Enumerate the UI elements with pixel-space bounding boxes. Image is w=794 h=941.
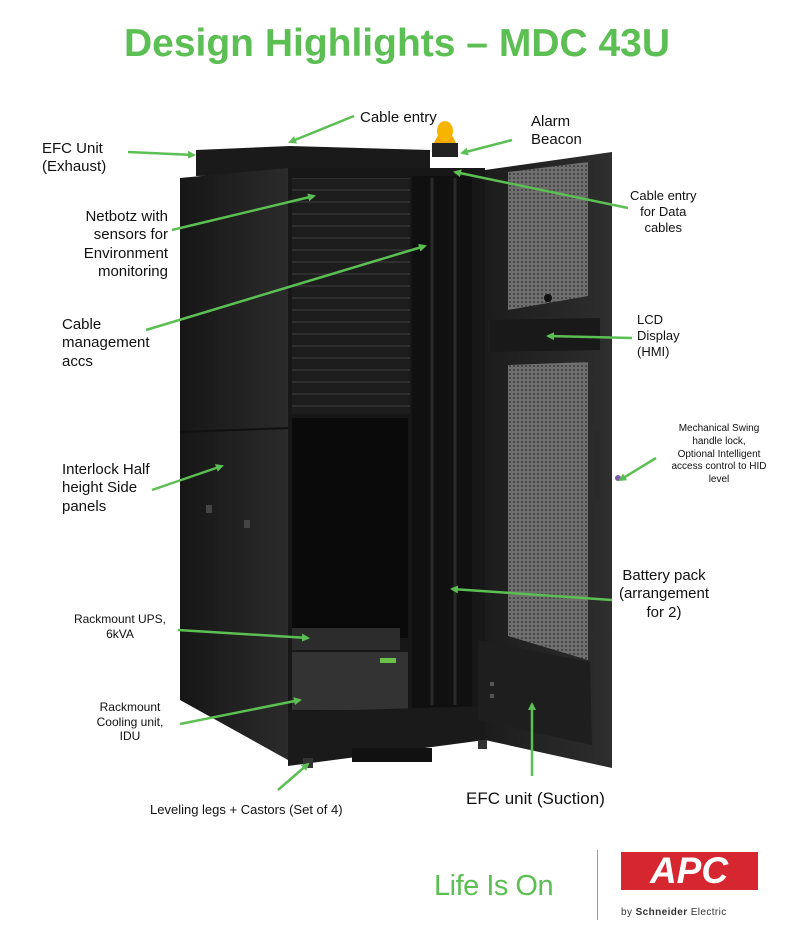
label-efc-suction: EFC unit (Suction)	[466, 789, 605, 808]
cabinet-base	[288, 706, 485, 766]
label-lcd-display: LCD Display (HMI)	[637, 312, 680, 359]
label-rackmount-ups: Rackmount UPS, 6kVA	[73, 612, 167, 641]
louver-panel	[292, 178, 410, 414]
callout-arrows	[127, 114, 657, 791]
efc-suction-unit	[478, 640, 592, 745]
label-cable-entry: Cable entry	[360, 109, 437, 126]
label-swing-handle-lock: Mechanical Swing handle lock, Optional I…	[671, 423, 767, 486]
alarm-beacon	[432, 121, 458, 157]
brand-divider	[597, 850, 598, 920]
side-panel	[180, 168, 288, 760]
label-cable-entry-data: Cable entry for Data cables	[630, 188, 697, 235]
door-mesh-lower	[508, 362, 588, 660]
page-title: Design Highlights – MDC 43U	[123, 22, 671, 65]
rackmount-ups	[292, 628, 400, 650]
label-netbotz: Netbotz with sensors for Environment mon…	[83, 208, 168, 280]
label-alarm-beacon: Alarm Beacon	[531, 113, 582, 149]
label-cable-management: Cable management accs	[62, 316, 150, 370]
label-cooling-unit: Rackmount Cooling unit, IDU	[96, 700, 164, 744]
life-is-on-tagline: Life Is On	[434, 870, 554, 902]
door-handle	[594, 430, 600, 500]
label-leveling-legs: Leveling legs + Castors (Set of 4)	[150, 802, 343, 817]
apc-logo-text: APC	[649, 850, 729, 891]
schneider-electric-byline: by Schneider Electric	[621, 907, 727, 918]
door-mesh-upper	[508, 162, 588, 310]
label-efc-exhaust: EFC Unit (Exhaust)	[42, 140, 107, 176]
label-side-panels: Interlock Half height Side panels	[62, 461, 150, 515]
lcd-display	[490, 318, 600, 352]
lower-bay	[292, 418, 408, 638]
label-battery-pack: Battery pack (arrangement for 2)	[618, 567, 710, 621]
apc-logo: APC	[621, 850, 758, 891]
